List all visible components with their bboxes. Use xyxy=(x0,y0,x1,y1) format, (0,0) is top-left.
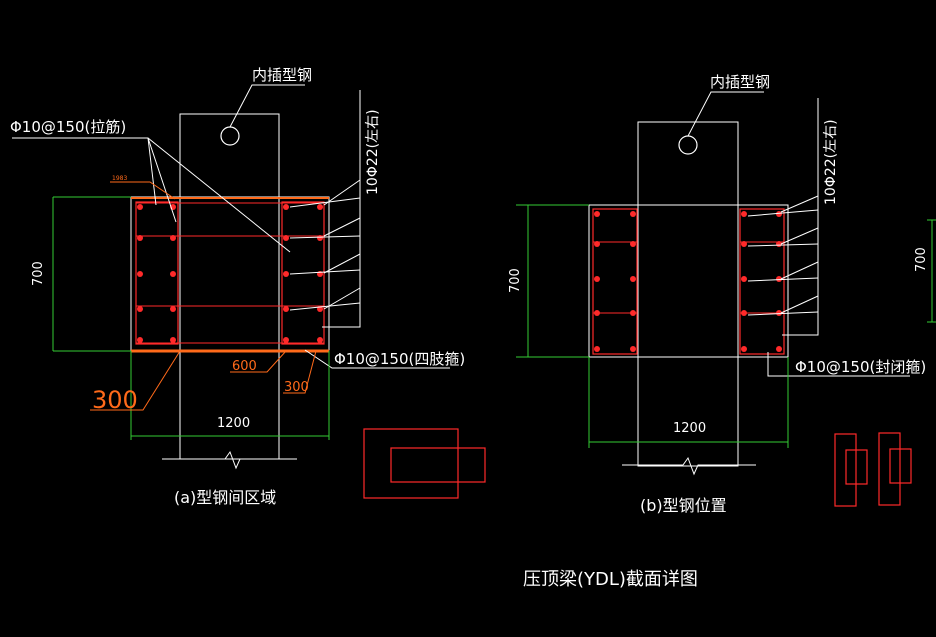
b-dim-width: 1200 xyxy=(673,421,706,436)
b-beam-outline xyxy=(588,204,789,358)
b-rebar xyxy=(594,310,600,316)
b-rebar xyxy=(776,276,782,282)
a-rebar xyxy=(283,235,289,241)
a-break-line xyxy=(162,450,297,470)
b-rebar xyxy=(741,310,747,316)
b-rebar xyxy=(594,211,600,217)
b-main-bar-label: 10Φ22(左右) xyxy=(823,119,839,205)
a-detail-sketch xyxy=(363,428,486,499)
a-rebar xyxy=(170,235,176,241)
a-rebar xyxy=(317,204,323,210)
a-rebar xyxy=(137,337,143,343)
a-dim-height: 700 xyxy=(31,261,46,286)
section-b: 内插型钢 10Φ22(左右) Φ10@150(封闭箍) 700 1200 (b)… xyxy=(508,73,926,515)
a-dim-width: 1200 xyxy=(217,416,250,431)
a-steel-label: 内插型钢 xyxy=(252,66,312,84)
b-rebar xyxy=(630,276,636,282)
a-dim-600: 600 xyxy=(232,359,257,374)
a-main-bar-leader xyxy=(322,90,361,328)
b-rebar xyxy=(630,211,636,217)
a-main-bar-label: 10Φ22(左右) xyxy=(365,109,381,195)
b-break-line xyxy=(622,456,756,476)
b-rebar xyxy=(776,346,782,352)
a-tie-label: Φ10@150(拉筋) xyxy=(10,118,126,136)
a-rebar xyxy=(317,235,323,241)
a-rebar xyxy=(283,337,289,343)
c-dim-height: 700 xyxy=(914,247,929,272)
a-rebar xyxy=(170,306,176,312)
a-orange-dims xyxy=(90,350,317,411)
b-rebar xyxy=(630,310,636,316)
b-rebar xyxy=(776,211,782,217)
b-rebar xyxy=(741,211,747,217)
a-small-label-leader xyxy=(110,181,176,200)
b-main-bar-leader xyxy=(782,98,819,336)
a-dim-300-big: 300 xyxy=(92,386,138,414)
b-rebar xyxy=(741,276,747,282)
a-small-label: 1983 xyxy=(112,175,127,182)
b-stirrup-leader xyxy=(767,352,910,377)
a-caption: (a)型钢间区域 xyxy=(174,488,276,507)
b-rebars xyxy=(594,211,782,352)
a-rebar xyxy=(283,204,289,210)
a-dim-300-inner: 300 xyxy=(284,380,309,395)
a-left-stirrup xyxy=(135,201,179,345)
a-steel-column xyxy=(179,113,280,460)
b-rebar xyxy=(630,346,636,352)
b-rebar xyxy=(776,310,782,316)
a-bolt-hole xyxy=(220,126,240,146)
b-left-stirrup xyxy=(592,208,638,355)
b-dim-height: 700 xyxy=(508,268,523,293)
a-rebar xyxy=(170,271,176,277)
a-stirrup-leader xyxy=(304,349,450,369)
a-rebar xyxy=(170,337,176,343)
a-rebar xyxy=(137,306,143,312)
b-steel-column xyxy=(637,121,739,467)
b-steel-leader xyxy=(687,91,764,137)
a-rebar xyxy=(283,271,289,277)
a-rebar xyxy=(283,306,289,312)
b-rebar xyxy=(741,346,747,352)
a-rebar xyxy=(317,337,323,343)
a-rebar xyxy=(137,235,143,241)
a-dimensions xyxy=(52,196,330,440)
a-main-bar-fan xyxy=(289,179,361,311)
a-stirrup-label: Φ10@150(四肢箍) xyxy=(334,350,465,368)
a-steel-leader xyxy=(229,84,305,128)
b-rebar xyxy=(630,241,636,247)
b-main-bar-fan xyxy=(747,195,819,316)
b-bolt-hole xyxy=(678,135,698,155)
b-dimensions xyxy=(516,204,789,448)
a-rebar xyxy=(137,204,143,210)
a-rebar xyxy=(137,271,143,277)
a-tie-leader-3 xyxy=(147,137,157,206)
b-detail-sketch xyxy=(834,432,912,507)
b-rebar xyxy=(741,241,747,247)
b-caption: (b)型钢位置 xyxy=(640,496,727,515)
a-tie-leader xyxy=(12,137,177,223)
b-stirrup-label: Φ10@150(封闭箍) xyxy=(795,358,926,376)
b-steel-label: 内插型钢 xyxy=(710,73,770,91)
b-rebar xyxy=(594,276,600,282)
b-rebar xyxy=(594,346,600,352)
section-a: 内插型钢 Φ10@150(拉筋) 10Φ22(左右) Φ10@150(四肢箍) … xyxy=(10,66,486,507)
a-tie-leader-2 xyxy=(147,137,291,253)
section-c-partial: 700 xyxy=(914,219,936,323)
b-rebar xyxy=(594,241,600,247)
b-right-stirrup xyxy=(739,208,785,355)
drawing-title: 压顶梁(YDL)截面详图 xyxy=(523,569,698,590)
